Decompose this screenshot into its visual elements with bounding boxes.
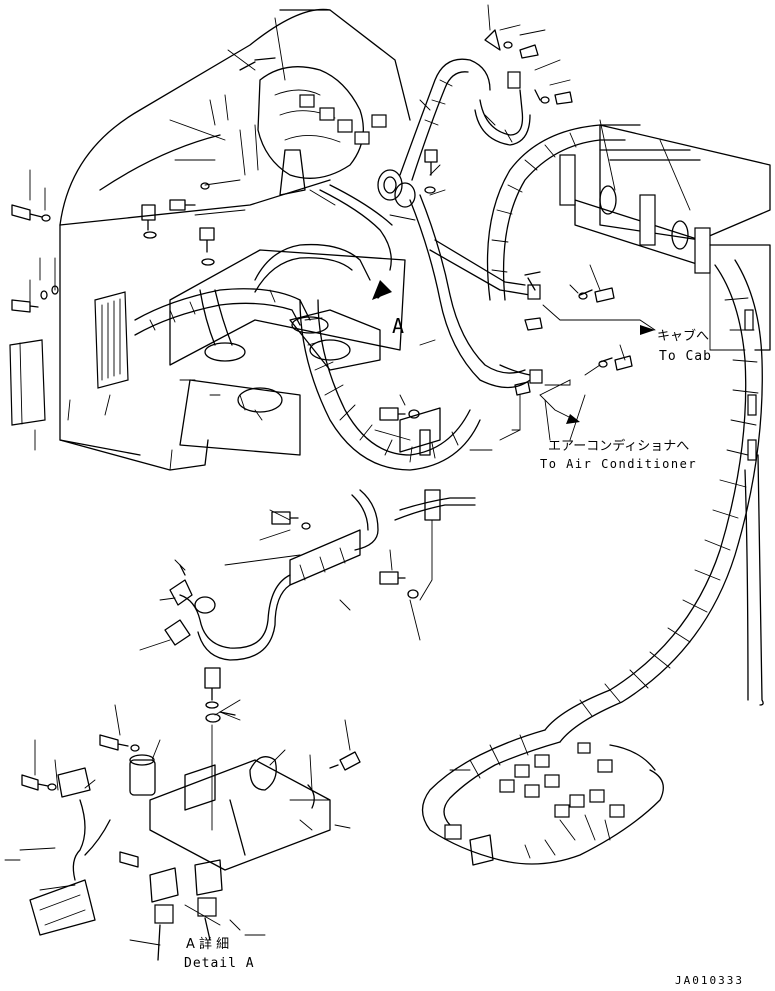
to-cab-label-jp: キャブへ — [657, 329, 710, 344]
branch-harness-cab — [429, 239, 656, 451]
to-aircon-label-jp: エアーコンディショナへ — [548, 439, 690, 454]
lower-right-connector-harness — [421, 729, 664, 866]
side-connector-block — [9, 291, 129, 426]
drawing-code: JA010333 — [675, 974, 744, 987]
to-cab-label-en: To Cab — [659, 349, 712, 364]
detail-a-assembly — [4, 667, 361, 961]
detail-a-label-jp: A 詳 細 — [186, 937, 230, 952]
view-arrow — [372, 280, 392, 300]
right-vertical-harness — [544, 244, 771, 743]
cab-harness-upper — [399, 4, 573, 181]
arch-harness — [486, 119, 771, 301]
upper-component-cluster — [209, 66, 387, 196]
floor-plate — [169, 249, 406, 456]
detail-a-label-en: Detail A — [184, 956, 255, 971]
leader-lines-upper — [29, 17, 446, 451]
panel-harness — [134, 243, 371, 346]
console-panel — [59, 8, 411, 471]
view-arrow-label: A — [392, 314, 406, 338]
main-spiral-harness — [299, 184, 531, 471]
grommet-through — [377, 169, 416, 208]
bolts-and-washers — [11, 57, 438, 313]
misc-leaders-lower — [289, 769, 471, 831]
middle-bracket — [374, 394, 476, 641]
sensor-sub-harness — [139, 489, 379, 661]
to-aircon-label-en: To Air Conditioner — [540, 457, 698, 471]
